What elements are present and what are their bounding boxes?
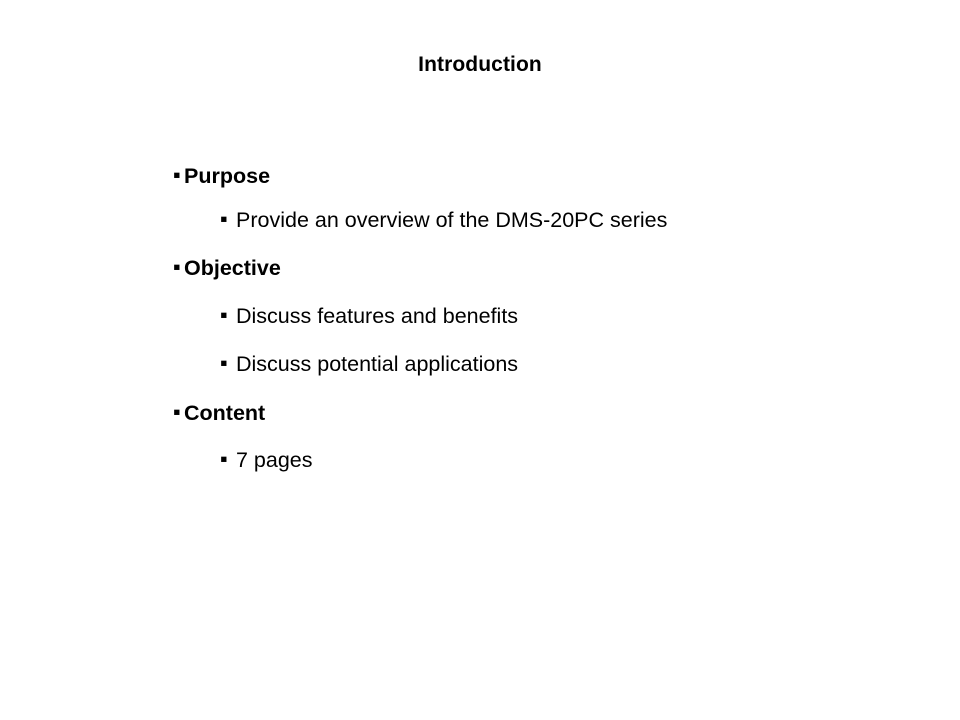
bullet-item-content: ▪ Content bbox=[173, 400, 265, 426]
bullet-label: Purpose bbox=[184, 164, 271, 188]
square-bullet-icon: ▪ bbox=[220, 207, 228, 231]
square-bullet-icon: ▪ bbox=[220, 303, 228, 327]
square-bullet-icon: ▪ bbox=[173, 255, 181, 279]
square-bullet-icon: ▪ bbox=[220, 351, 228, 375]
square-bullet-icon: ▪ bbox=[220, 447, 228, 471]
page-title: Introduction bbox=[418, 53, 542, 76]
bullet-label: Content bbox=[184, 401, 266, 425]
bullet-label: 7 pages bbox=[236, 448, 313, 472]
bullet-label: Discuss potential applications bbox=[236, 352, 519, 376]
square-bullet-icon: ▪ bbox=[173, 400, 181, 424]
bullet-item-pages: ▪ 7 pages bbox=[220, 447, 313, 473]
bullet-item-features: ▪ Discuss features and benefits bbox=[220, 303, 518, 329]
bullet-label: Discuss features and benefits bbox=[236, 304, 519, 328]
bullet-label: Provide an overview of the DMS-20PC seri… bbox=[236, 208, 668, 232]
square-bullet-icon: ▪ bbox=[173, 163, 181, 187]
bullet-item-applications: ▪ Discuss potential applications bbox=[220, 351, 518, 377]
bullet-item-overview: ▪ Provide an overview of the DMS-20PC se… bbox=[220, 207, 667, 233]
bullet-label: Objective bbox=[184, 256, 281, 280]
bullet-item-purpose: ▪ Purpose bbox=[173, 163, 270, 189]
bullet-item-objective: ▪ Objective bbox=[173, 255, 281, 281]
